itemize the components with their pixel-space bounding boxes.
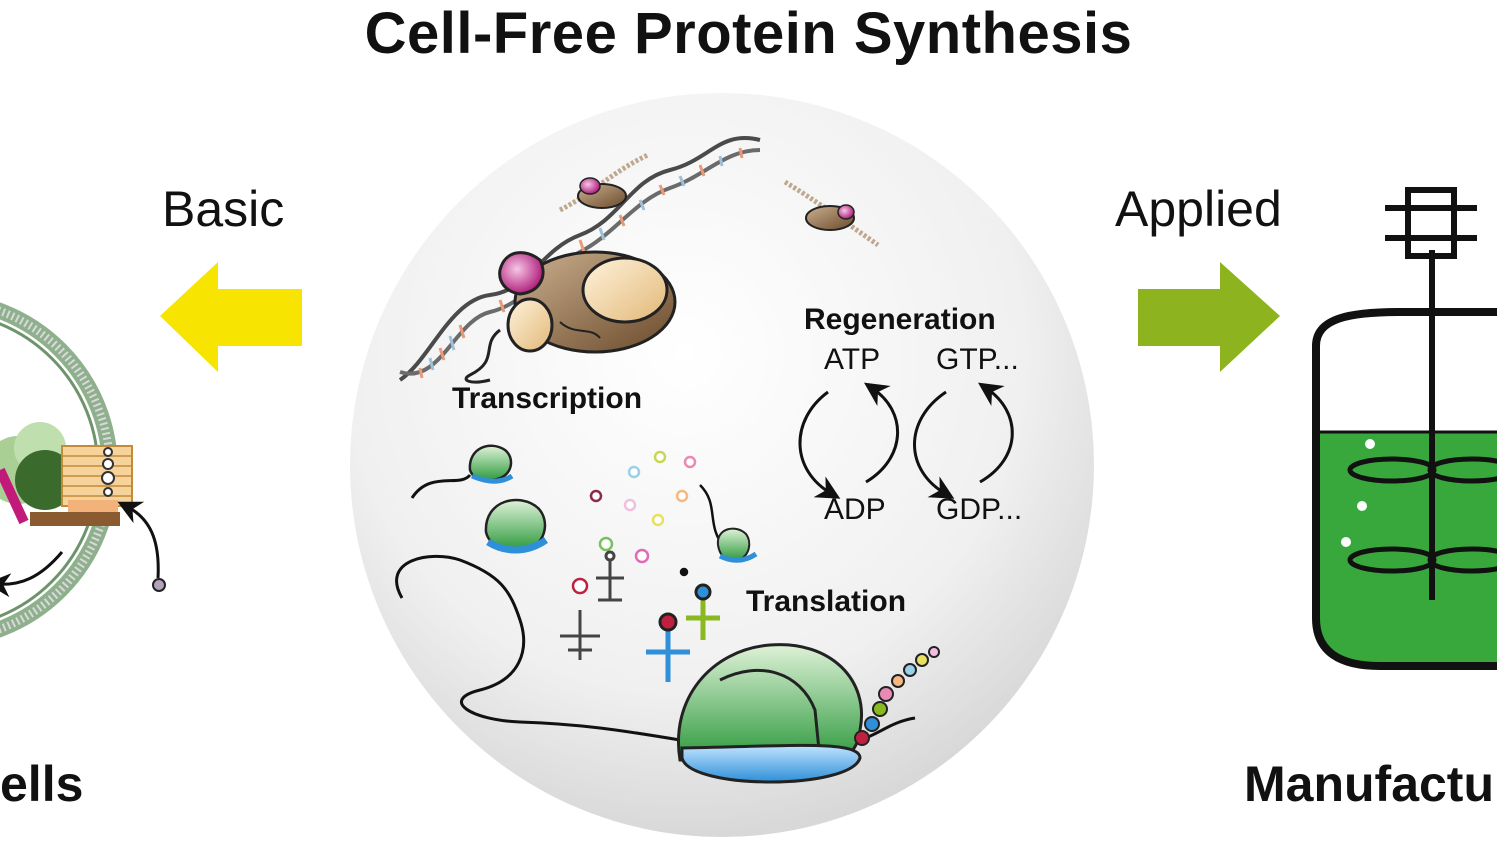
large-ribosome bbox=[677, 643, 863, 784]
mini-dna-left bbox=[558, 152, 650, 213]
cycle-gtp-to-gdp-arrow bbox=[913, 390, 955, 499]
gtp-label: GTP... bbox=[936, 343, 1019, 376]
regeneration-label: Regeneration bbox=[804, 303, 996, 336]
cell-uptake-arrow bbox=[117, 501, 160, 579]
translation-label: Translation bbox=[746, 585, 907, 618]
page-title: Cell-Free Protein Synthesis bbox=[364, 1, 1133, 66]
reaction-sphere bbox=[350, 93, 1094, 837]
small-ribosome-2 bbox=[484, 498, 549, 554]
cell-small-molecule bbox=[152, 578, 166, 592]
mini-dna-right bbox=[783, 179, 880, 248]
trna-molecules bbox=[560, 550, 720, 682]
cell-complex-stripes bbox=[62, 455, 132, 497]
gdp-label: GDP... bbox=[936, 493, 1023, 526]
reactor-bubbles bbox=[1341, 439, 1375, 547]
basic-arrow-icon bbox=[160, 262, 302, 372]
bioreactor-illustration bbox=[1312, 187, 1497, 670]
cycle-adp-to-atp-arrow bbox=[864, 382, 899, 484]
small-ribosome-3 bbox=[716, 527, 758, 563]
applied-label: Applied bbox=[1115, 181, 1282, 237]
cell-complex-anchor bbox=[30, 512, 120, 526]
adp-label: ADP bbox=[824, 493, 886, 526]
basic-label: Basic bbox=[162, 181, 285, 237]
small-ribosome-1 bbox=[468, 444, 514, 484]
motor-icon bbox=[1385, 187, 1477, 259]
applied-arrow-icon bbox=[1138, 262, 1280, 372]
cell-bead-chain bbox=[101, 447, 115, 497]
atp-label: ATP bbox=[824, 343, 881, 376]
growing-peptide bbox=[854, 646, 940, 746]
reactor-vessel bbox=[1312, 308, 1497, 670]
cell-illustration bbox=[0, 302, 166, 638]
cycle-atp-to-adp-arrow bbox=[798, 390, 841, 499]
cell-ribosome-dark bbox=[15, 450, 75, 510]
amino-acid-dots bbox=[571, 450, 697, 595]
stirrer-impellers bbox=[1347, 456, 1497, 574]
manufacturing-label: Manufactu bbox=[1244, 756, 1494, 812]
cells-label: ells bbox=[0, 756, 84, 812]
transcription-label: Transcription bbox=[452, 382, 643, 415]
cell-mrna-strand bbox=[0, 467, 29, 525]
cycle-gdp-to-gtp-arrow bbox=[978, 382, 1014, 484]
rna-polymerase bbox=[464, 250, 677, 384]
mrna-short bbox=[410, 473, 472, 499]
cell-export-arrow bbox=[0, 551, 64, 598]
